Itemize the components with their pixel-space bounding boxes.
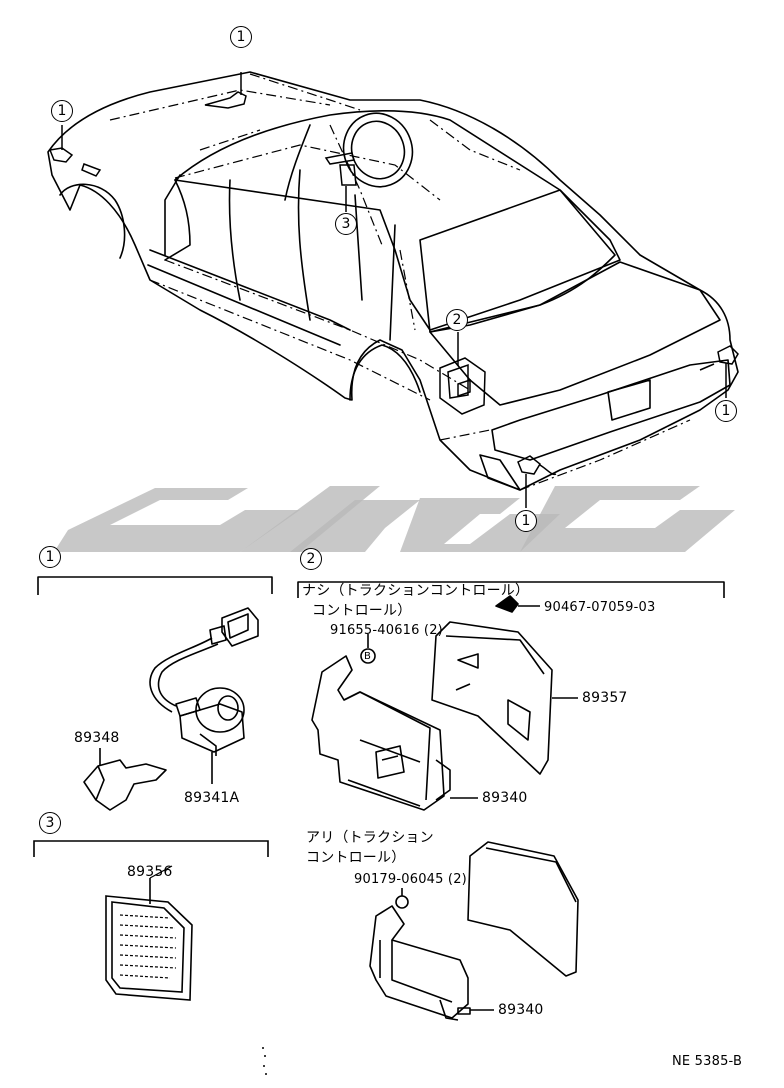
diagram-reference-code: NE 5385-B bbox=[672, 1054, 743, 1069]
callout-circle-1-rear-right: 1 bbox=[715, 400, 737, 422]
car-body-outline bbox=[47, 71, 739, 491]
part-label-89341a: 89341A bbox=[184, 790, 240, 806]
callout-circle-1-top: 1 bbox=[230, 26, 252, 48]
scan-dots bbox=[262, 1047, 267, 1075]
callout-circle-2-trunk: 2 bbox=[446, 309, 468, 331]
variant-label-with-traction-control: アリ（トラクション bbox=[306, 830, 434, 846]
part-label-89356: 89356 bbox=[127, 864, 173, 880]
variant-label-without-traction-control: ナシ（トラクションコントロール） bbox=[302, 583, 530, 599]
watermark-logo bbox=[54, 486, 735, 552]
section-2-parts bbox=[297, 581, 725, 1021]
part-label-89348: 89348 bbox=[74, 730, 120, 746]
screw-mark-b: B bbox=[364, 651, 372, 662]
car-sensor-parts bbox=[48, 72, 739, 508]
section-3-parts bbox=[33, 840, 269, 1001]
car-hidden-lines bbox=[109, 73, 691, 491]
section-2-header: 2 bbox=[300, 548, 322, 570]
part-label-89357: 89357 bbox=[582, 690, 628, 706]
leader-lines bbox=[149, 865, 173, 879]
variant-label-without-traction-control-line2: コントロール） bbox=[312, 603, 412, 619]
part-label-90179-06045: 90179-06045 (2) bbox=[354, 872, 467, 887]
part-label-90467-07059-03: 90467-07059-03 bbox=[544, 600, 656, 615]
callout-circle-3-roof: 3 bbox=[335, 213, 357, 235]
callout-circle-1-front: 1 bbox=[51, 100, 73, 122]
section-1-header: 1 bbox=[39, 546, 61, 568]
variant-label-with-traction-control-line2: コントロール） bbox=[306, 850, 406, 866]
part-label-89340-upper: 89340 bbox=[482, 790, 528, 806]
label-plate-text-lines bbox=[119, 914, 177, 979]
callout-circle-1-rear-bottom: 1 bbox=[515, 510, 537, 532]
part-label-91655-40616: 91655-40616 (2) bbox=[330, 623, 443, 638]
section-3-header: 3 bbox=[39, 812, 61, 834]
part-label-89340-lower: 89340 bbox=[498, 1002, 544, 1018]
section-1-parts bbox=[37, 576, 273, 811]
